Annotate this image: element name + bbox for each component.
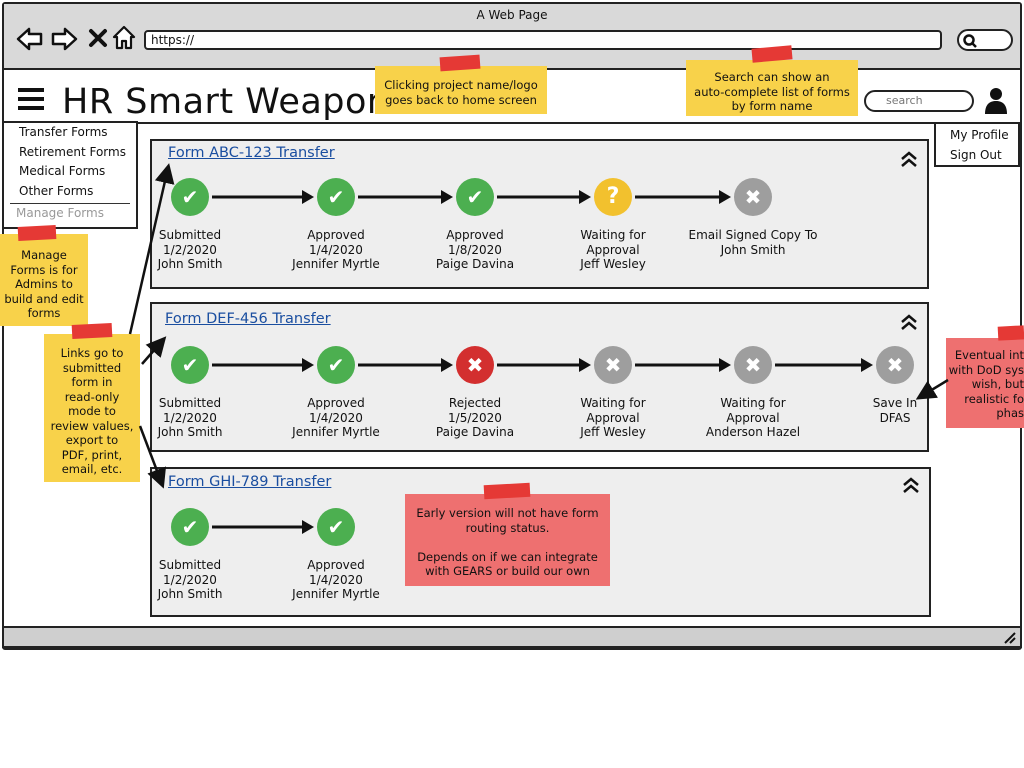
note-line: Search can show an [714, 70, 830, 84]
form-card: Form ABC-123 Transfer [150, 139, 929, 289]
sticky-note-dod: Eventual int with DoD sys wish, but real… [946, 338, 1024, 428]
tape-strip [997, 325, 1024, 341]
resize-grip-icon[interactable] [1002, 632, 1016, 644]
sticky-note-routing: Early version will not have form routing… [405, 494, 610, 586]
forms-nav-menu: Transfer Forms Retirement Forms Medical … [2, 121, 138, 229]
header-divider [4, 122, 1020, 124]
note-line: PDF, print, [61, 447, 123, 462]
note-line: forms [27, 306, 61, 320]
note-line: submitted [62, 360, 122, 375]
note-line: routing status. [465, 520, 550, 535]
form-title-link[interactable]: Form ABC-123 Transfer [168, 145, 335, 161]
note-line: Manage [21, 248, 67, 262]
note-line: Early version will not have form [416, 506, 599, 520]
stop-icon[interactable] [88, 28, 108, 48]
collapse-chevron-icon[interactable] [899, 150, 919, 168]
note-line: Forms is for [10, 262, 78, 277]
note-line: Admins to [15, 277, 73, 291]
menu-item-transfer-forms[interactable]: Transfer Forms [19, 125, 108, 139]
forward-arrow-icon[interactable] [50, 26, 78, 52]
sticky-note-logo: Clicking project name/logo goes back to … [375, 66, 547, 114]
home-icon[interactable] [112, 24, 136, 50]
note-line: build and edit [4, 291, 84, 306]
user-avatar-icon[interactable] [984, 86, 1008, 114]
note-line: phas [996, 406, 1024, 420]
form-title-link[interactable]: Form GHI-789 Transfer [168, 474, 332, 490]
note-line: wish, but [971, 377, 1024, 391]
form-card: Form DEF-456 Transfer [150, 302, 929, 452]
menu-item-medical-forms[interactable]: Medical Forms [19, 164, 106, 178]
note-line: export to [65, 433, 119, 447]
form-title-link[interactable]: Form DEF-456 Transfer [165, 311, 331, 327]
note-line: Clicking project name/logo [384, 78, 538, 92]
form-card: Form GHI-789 Transfer [150, 467, 931, 617]
note-line: realistic fo [964, 391, 1024, 406]
profile-menu: My Profile Sign Out [934, 122, 1020, 167]
menu-item-other-forms[interactable]: Other Forms [19, 183, 94, 198]
note-line: with DoD sys [948, 362, 1024, 377]
menu-item-sign-out[interactable]: Sign Out [950, 147, 1002, 162]
sticky-note-search: Search can show an auto-complete list of… [686, 60, 858, 116]
tape-strip [71, 322, 113, 340]
note-line: mode to [68, 404, 116, 418]
note-line: Eventual int [954, 348, 1024, 362]
window-title: A Web Page [476, 8, 548, 22]
url-bar[interactable]: https:// [144, 30, 942, 50]
menu-item-retirement-forms[interactable]: Retirement Forms [19, 144, 126, 159]
note-line: email, etc. [61, 462, 123, 476]
note-line: Links go to [60, 346, 124, 360]
note-line: with GEARS or build our own [425, 564, 590, 578]
tape-strip [439, 54, 481, 72]
note-line: by form name [731, 99, 813, 113]
note-spacer [405, 535, 610, 550]
hamburger-menu-icon[interactable] [16, 86, 46, 112]
menu-item-manage-forms[interactable]: Manage Forms [10, 203, 130, 224]
note-line: read-only [64, 389, 120, 404]
note-line: Depends on if we can integrate [417, 549, 598, 564]
note-line: review values, [50, 418, 134, 433]
tape-strip [483, 482, 531, 500]
browser-toolbar: A Web Page https:// [4, 4, 1020, 70]
search-icon [963, 34, 977, 48]
note-line: form in [71, 375, 113, 389]
sticky-note-links: Links go to submitted form in read-only … [44, 334, 140, 482]
sticky-note-manage-forms: Manage Forms is for Admins to build and … [0, 234, 88, 326]
app-title-logo[interactable]: HR Smart Weapon [62, 82, 390, 122]
tape-strip [17, 225, 57, 241]
menu-item-my-profile[interactable]: My Profile [950, 128, 1009, 142]
back-arrow-icon[interactable] [16, 26, 44, 52]
note-line: goes back to home screen [385, 92, 537, 107]
form-search-input[interactable]: search [864, 90, 974, 112]
collapse-chevron-icon[interactable] [901, 476, 921, 494]
collapse-chevron-icon[interactable] [899, 313, 919, 331]
browser-search-field[interactable] [957, 29, 1013, 51]
note-line: auto-complete list of forms [694, 84, 850, 99]
browser-status-bar [2, 626, 1022, 648]
